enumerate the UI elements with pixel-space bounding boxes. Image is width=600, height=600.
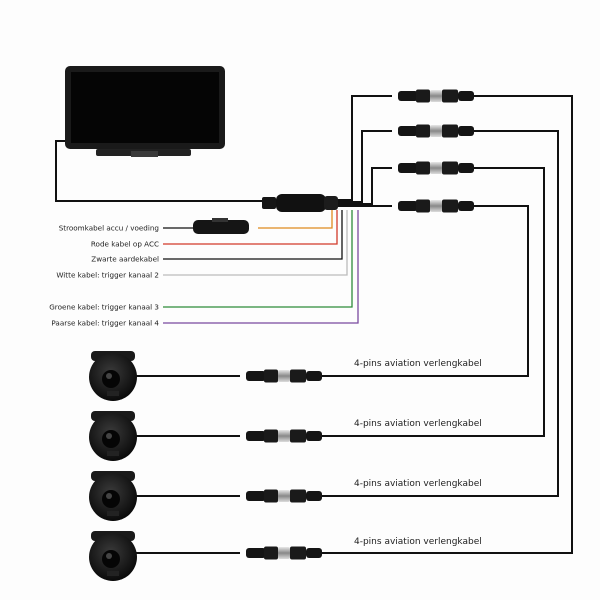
- top-connector-2: [398, 124, 474, 138]
- extension-connector-3: [246, 489, 322, 503]
- hub-to-connectors: [338, 95, 392, 207]
- label-power: Stroomkabel accu / voeding: [59, 224, 159, 233]
- top-connectors: [398, 89, 474, 213]
- extension-connector-4: [246, 546, 322, 560]
- monitor-cable: [55, 140, 265, 202]
- return-cables: [322, 95, 573, 554]
- top-connector-1: [398, 89, 474, 103]
- label-trigger4: Paarse kabel: trigger kanaal 4: [51, 319, 159, 328]
- camera-cables: [135, 375, 240, 554]
- splitter-hub: [262, 194, 338, 212]
- cable-label-3: 4-pins aviation verlengkabel: [354, 479, 482, 489]
- extension-connectors: [246, 369, 322, 560]
- label-trigger3: Groene kabel: trigger kanaal 3: [49, 303, 159, 312]
- extension-connector-2: [246, 429, 322, 443]
- cable-labels: 4-pins aviation verlengkabel 4-pins avia…: [354, 359, 482, 547]
- wire-labels: Stroomkabel accu / voeding Rode kabel op…: [49, 224, 159, 328]
- extension-connector-1: [246, 369, 322, 383]
- cable-label-1: 4-pins aviation verlengkabel: [354, 359, 482, 369]
- monitor: [65, 66, 225, 157]
- camera-2: [89, 411, 137, 461]
- label-trigger2: Witte kabel: trigger kanaal 2: [56, 271, 159, 280]
- top-connector-3: [398, 161, 474, 175]
- camera-3: [89, 471, 137, 521]
- camera-1: [89, 351, 137, 401]
- top-connector-4: [398, 199, 474, 213]
- label-ground: Zwarte aardekabel: [91, 255, 159, 264]
- cable-label-2: 4-pins aviation verlengkabel: [354, 419, 482, 429]
- camera-4: [89, 531, 137, 581]
- cable-label-4: 4-pins aviation verlengkabel: [354, 537, 482, 547]
- fuse-holder: [163, 218, 249, 234]
- cameras: [89, 351, 137, 581]
- label-acc: Rode kabel op ACC: [91, 240, 159, 249]
- hub-wires: [163, 210, 359, 324]
